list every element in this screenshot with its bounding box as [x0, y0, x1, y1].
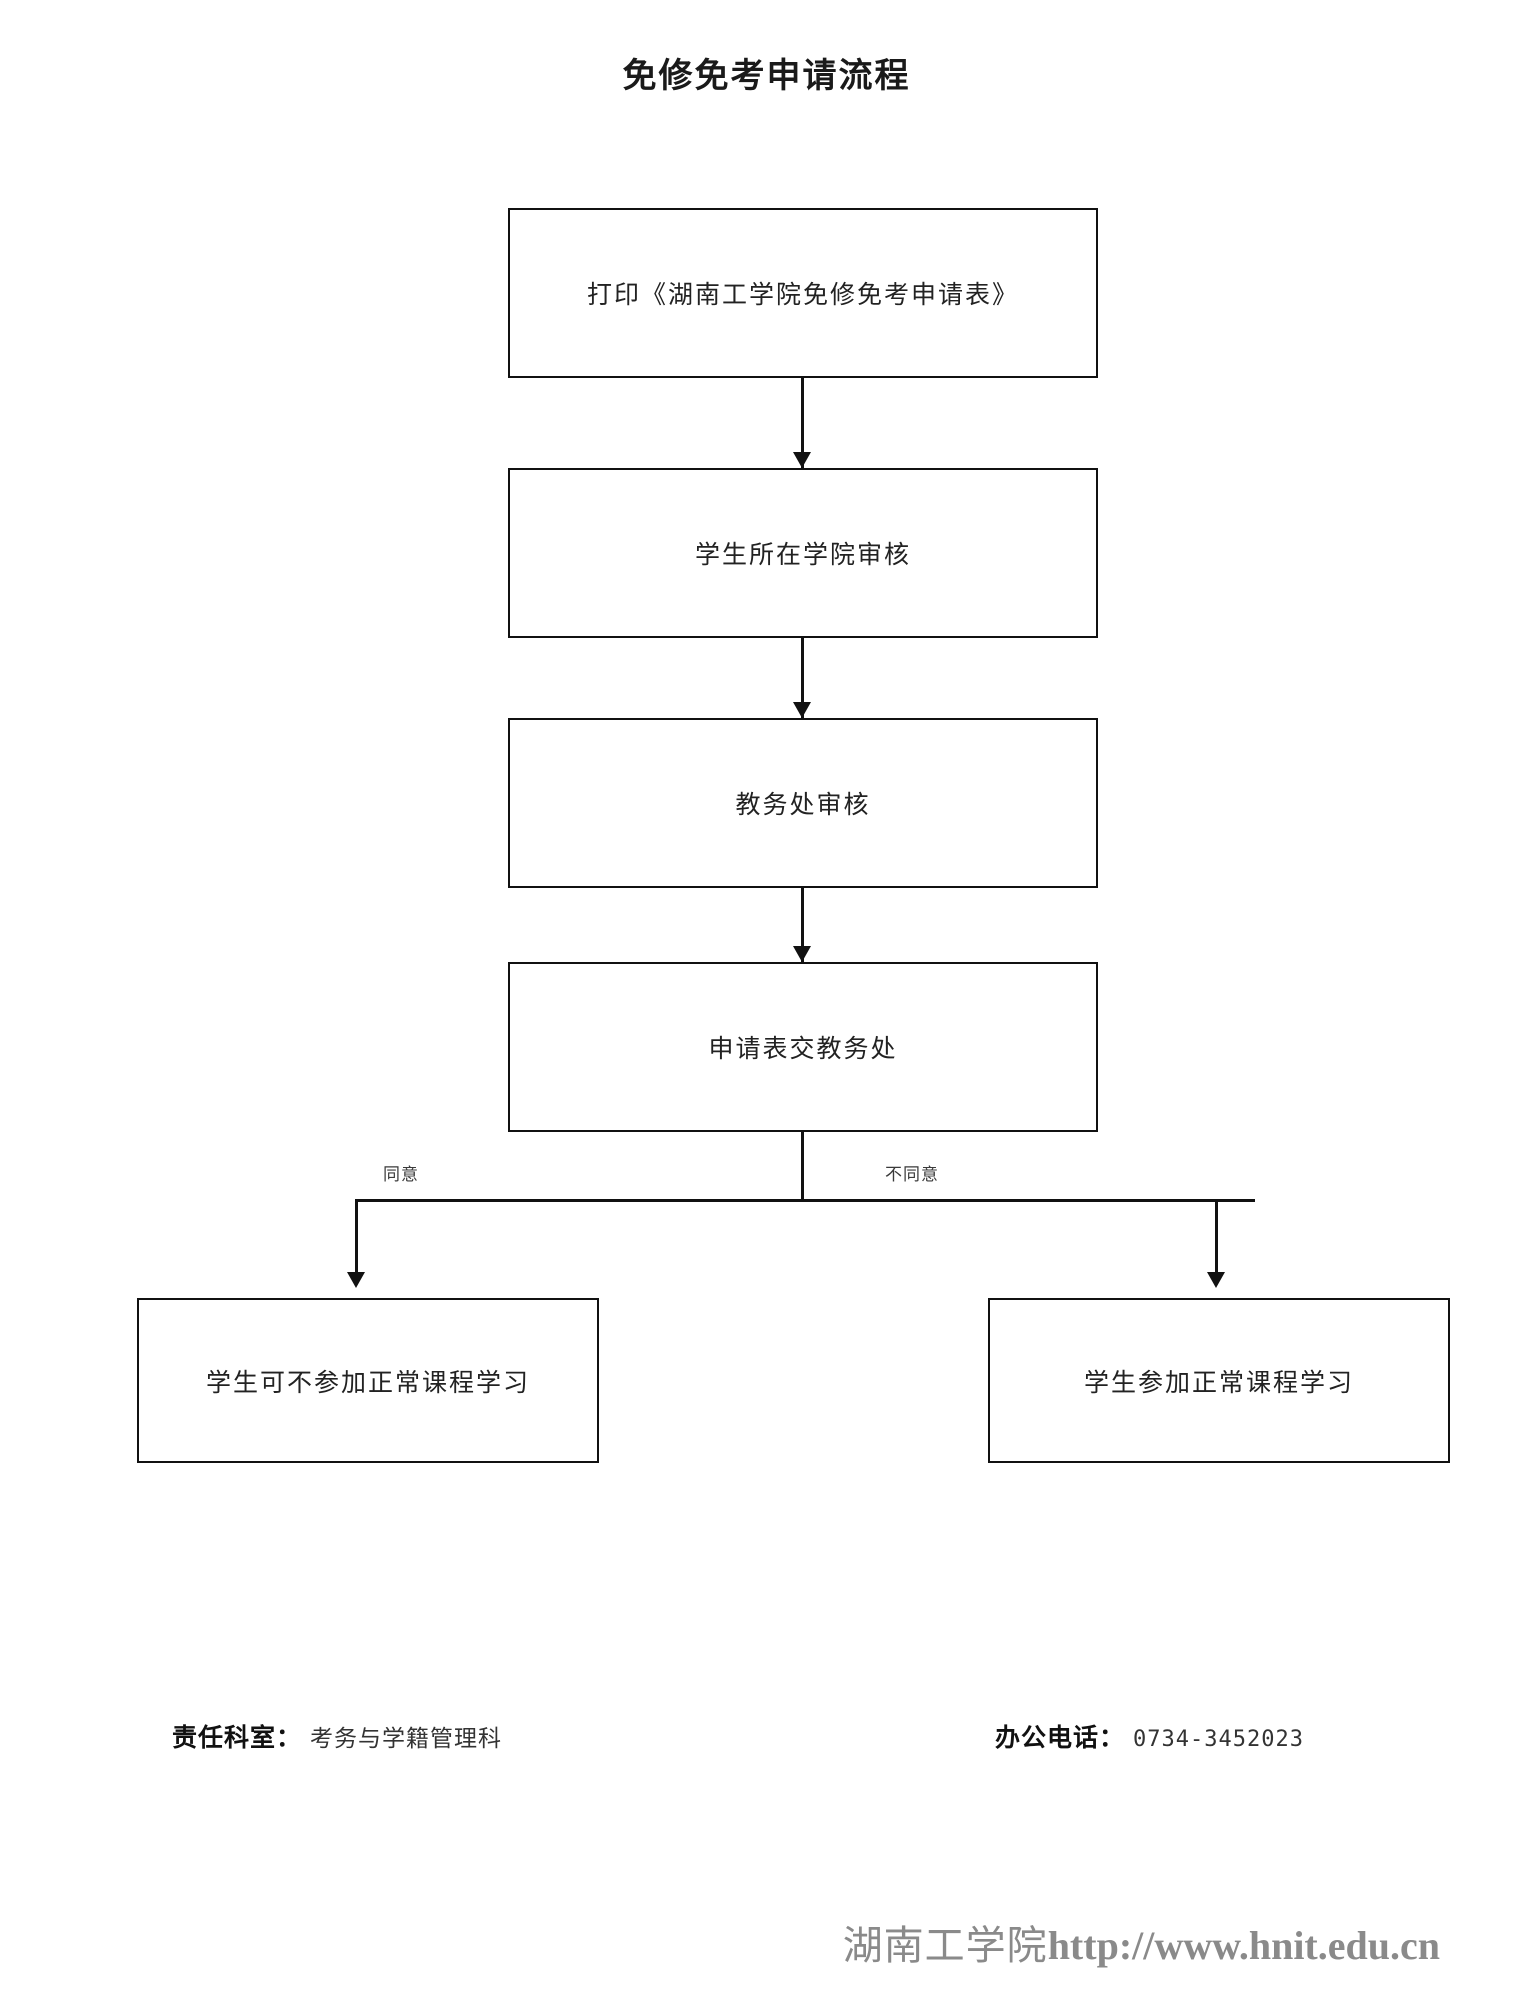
branch-label-agree: 同意 — [383, 1165, 419, 1184]
arrowhead-down-icon — [793, 946, 811, 962]
footer-phone-value: 0734-3452023 — [1133, 1727, 1304, 1752]
page-title: 免修免考申请流程 — [622, 56, 911, 96]
arrowhead-down-icon — [793, 452, 811, 468]
footer: 责任科室： 考务与学籍管理科 办公电话： 0734-3452023 — [0, 1718, 1533, 1768]
footer-phone-label: 办公电话： — [995, 1723, 1126, 1752]
connector-branch-left — [355, 1199, 358, 1281]
footer-department-value: 考务与学籍管理科 — [310, 1726, 503, 1751]
connector-branch-right — [1215, 1199, 1218, 1281]
flow-node-print: 打印《湖南工学院免修免考申请表》 — [508, 208, 1098, 378]
flow-node-submit-form: 申请表交教务处 — [508, 962, 1098, 1132]
flow-node-academic-affairs-review: 教务处审核 — [508, 718, 1098, 888]
watermark: 湖南工学院http://www.hnit.edu.cn — [0, 1913, 1533, 1971]
flow-node-exempt-outcome: 学生可不参加正常课程学习 — [137, 1298, 599, 1463]
connector-print-to-college — [801, 378, 804, 468]
watermark-url: http://www.hnit.edu.cn — [1047, 1923, 1440, 1968]
connector-split-bar — [355, 1199, 1255, 1202]
branch-label-disagree: 不同意 — [885, 1165, 939, 1184]
arrowhead-down-icon — [793, 702, 811, 718]
flow-node-college-review: 学生所在学院审核 — [508, 468, 1098, 638]
watermark-organization: 湖南工学院 — [842, 1923, 1048, 1968]
connector-split-stem — [801, 1132, 804, 1202]
arrowhead-down-icon — [1207, 1272, 1225, 1288]
footer-phone: 办公电话： 0734-3452023 — [995, 1718, 1304, 1754]
connector-academic-to-submit — [801, 888, 804, 962]
connector-college-to-academic — [801, 638, 804, 718]
footer-department: 责任科室： 考务与学籍管理科 — [172, 1718, 502, 1754]
arrowhead-down-icon — [347, 1272, 365, 1288]
flow-node-attend-outcome: 学生参加正常课程学习 — [988, 1298, 1450, 1463]
footer-department-label: 责任科室： — [172, 1723, 303, 1752]
